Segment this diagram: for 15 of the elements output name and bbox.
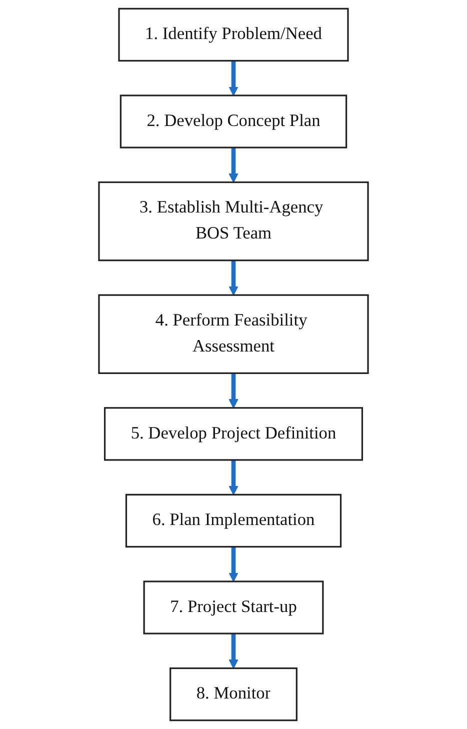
node-box: 1. Identify Problem/Need <box>118 8 349 62</box>
arrow <box>228 148 238 183</box>
arrow <box>228 634 238 669</box>
node-box: 3. Establish Multi-Agency BOS Team <box>98 181 369 262</box>
node-box: 8. Monitor <box>170 667 298 722</box>
node-box: 7. Project Start-up <box>143 580 324 634</box>
arrow <box>228 260 238 296</box>
node-box: 4. Perform Feasibility Assessment <box>98 294 369 374</box>
node-box: 6. Plan Implementation <box>125 494 342 548</box>
node-box: 5. Develop Project Definition <box>104 407 364 461</box>
arrow <box>228 373 238 408</box>
arrow <box>228 60 238 96</box>
arrow <box>228 546 238 582</box>
arrow <box>228 460 238 496</box>
node-box: 2. Develop Concept Plan <box>120 94 348 148</box>
